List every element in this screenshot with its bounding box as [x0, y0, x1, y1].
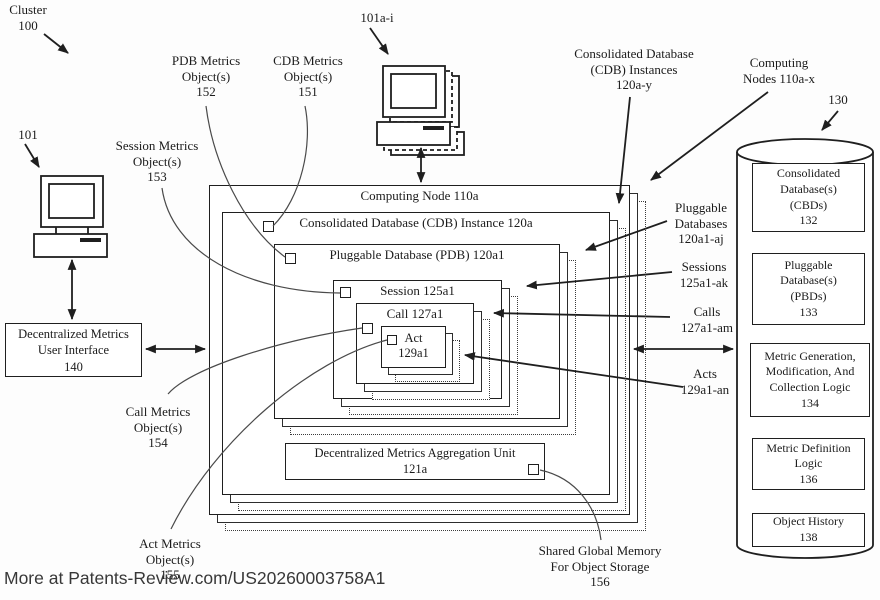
label-cdb-instances: Consolidated Database (CDB) Instances 12… [574, 46, 694, 93]
label-cdb-metrics: CDB Metrics Object(s) 151 [273, 53, 343, 100]
label-storage-130: 130 [828, 92, 848, 107]
label-computing-nodes: Computing Nodes 110a-x [742, 55, 816, 86]
label-cluster: Cluster 100 [9, 2, 47, 33]
pdb-metrics-marker [285, 253, 296, 264]
label-sessions: Sessions 125a1-ak [679, 259, 729, 290]
computing-node-title: Computing Node 110a [360, 188, 479, 203]
label-pdb-metrics: PDB Metrics Object(s) 152 [171, 53, 241, 100]
storage-item-cbds: Consolidated Database(s) (CBDs) 132 [752, 163, 865, 232]
act-title: Act 129a1 [398, 331, 429, 360]
label-session-metrics: Session Metrics Object(s) 153 [115, 138, 199, 185]
label-act-metrics: Act Metrics Object(s) 155 [139, 536, 201, 583]
session-metrics-marker [340, 287, 351, 298]
storage-item-object-history: Object History 138 [752, 513, 865, 547]
storage-item-metric-def-logic: Metric Definition Logic 136 [752, 438, 865, 490]
client-computer-icon [33, 175, 108, 258]
metrics-ui-title: Decentralized Metrics User Interface 140 [18, 327, 129, 374]
act-box: Act 129a1 [381, 326, 446, 368]
call-metrics-marker [362, 323, 373, 334]
watermark-text: More at Patents-Review.com/US20260003758… [4, 568, 386, 588]
aggregation-unit-marker [528, 464, 539, 475]
session-title: Session 125a1 [380, 283, 455, 298]
cdb-metrics-marker [263, 221, 274, 232]
label-call-metrics: Call Metrics Object(s) 154 [125, 404, 191, 451]
client-computers-stack-icon [376, 65, 465, 156]
label-computer-left: 101 [18, 127, 38, 142]
metrics-ui-box: Decentralized Metrics User Interface 140 [5, 323, 142, 377]
storage-item-pbds: Pluggable Database(s) (PBDs) 133 [752, 253, 865, 325]
pdb-title: Pluggable Database (PDB) 120a1 [329, 247, 505, 262]
label-shared-global-memory: Shared Global Memory For Object Storage … [538, 543, 662, 590]
cdb-instance-title: Consolidated Database (CDB) Instance 120… [299, 215, 533, 230]
aggregation-unit-box: Decentralized Metrics Aggregation Unit 1… [285, 443, 545, 480]
label-calls: Calls 127a1-am [681, 304, 733, 335]
act-metrics-marker [387, 335, 397, 345]
call-title: Call 127a1 [386, 306, 444, 321]
aggregation-unit-title: Decentralized Metrics Aggregation Unit 1… [314, 446, 516, 476]
label-computer-top: 101a-i [360, 10, 394, 25]
storage-item-metric-gen-logic: Metric Generation, Modification, And Col… [750, 343, 870, 417]
label-pluggable-databases: Pluggable Databases 120a1-aj [674, 200, 728, 247]
label-acts: Acts 129a1-an [680, 366, 730, 397]
